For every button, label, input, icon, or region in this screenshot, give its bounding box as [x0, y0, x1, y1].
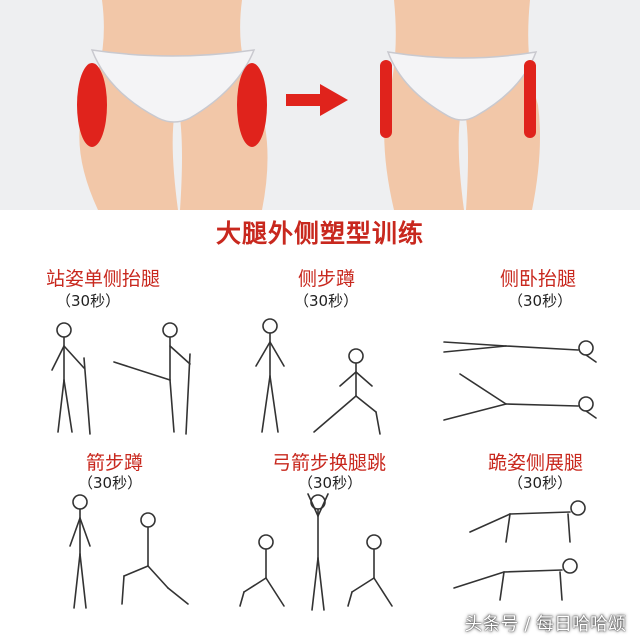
exercise-duration: （30秒） [508, 474, 573, 492]
exercise-name-side-squat: 侧步蹲 [298, 268, 356, 290]
lunge-sketch [56, 492, 196, 614]
before-hips-illustration [62, 0, 282, 210]
exercise-name-lunge: 箭步蹲 [86, 452, 144, 474]
after-hips-illustration [372, 0, 552, 210]
exercise-name-standing-leg-raise: 站姿单侧抬腿 [46, 268, 161, 290]
exercise-duration: （30秒） [78, 474, 143, 492]
exercise-name-side-lying-leg-raise: 侧卧抬腿 [500, 268, 577, 290]
jump-lunge-sketch [232, 492, 402, 614]
side-lying-leg-raise-sketch [436, 320, 606, 436]
exercise-duration: （30秒） [298, 474, 363, 492]
exercise-duration: （30秒） [56, 292, 121, 310]
side-squat-sketch [240, 316, 400, 442]
kneeling-side-leg-extension-sketch [450, 492, 600, 614]
watermark: 头条号 / 每日哈哈颂 [464, 614, 626, 635]
exercise-duration: （30秒） [294, 292, 359, 310]
exercise-name-kneeling-side-leg-extension: 跪姿侧展腿 [488, 452, 584, 474]
exercise-name-jump-lunge: 弓箭步换腿跳 [272, 452, 387, 474]
right-arrow-icon [284, 82, 350, 122]
standing-leg-raise-sketch [40, 318, 210, 438]
page-title: 大腿外侧塑型训练 [215, 219, 424, 248]
exercise-duration: （30秒） [508, 292, 573, 310]
